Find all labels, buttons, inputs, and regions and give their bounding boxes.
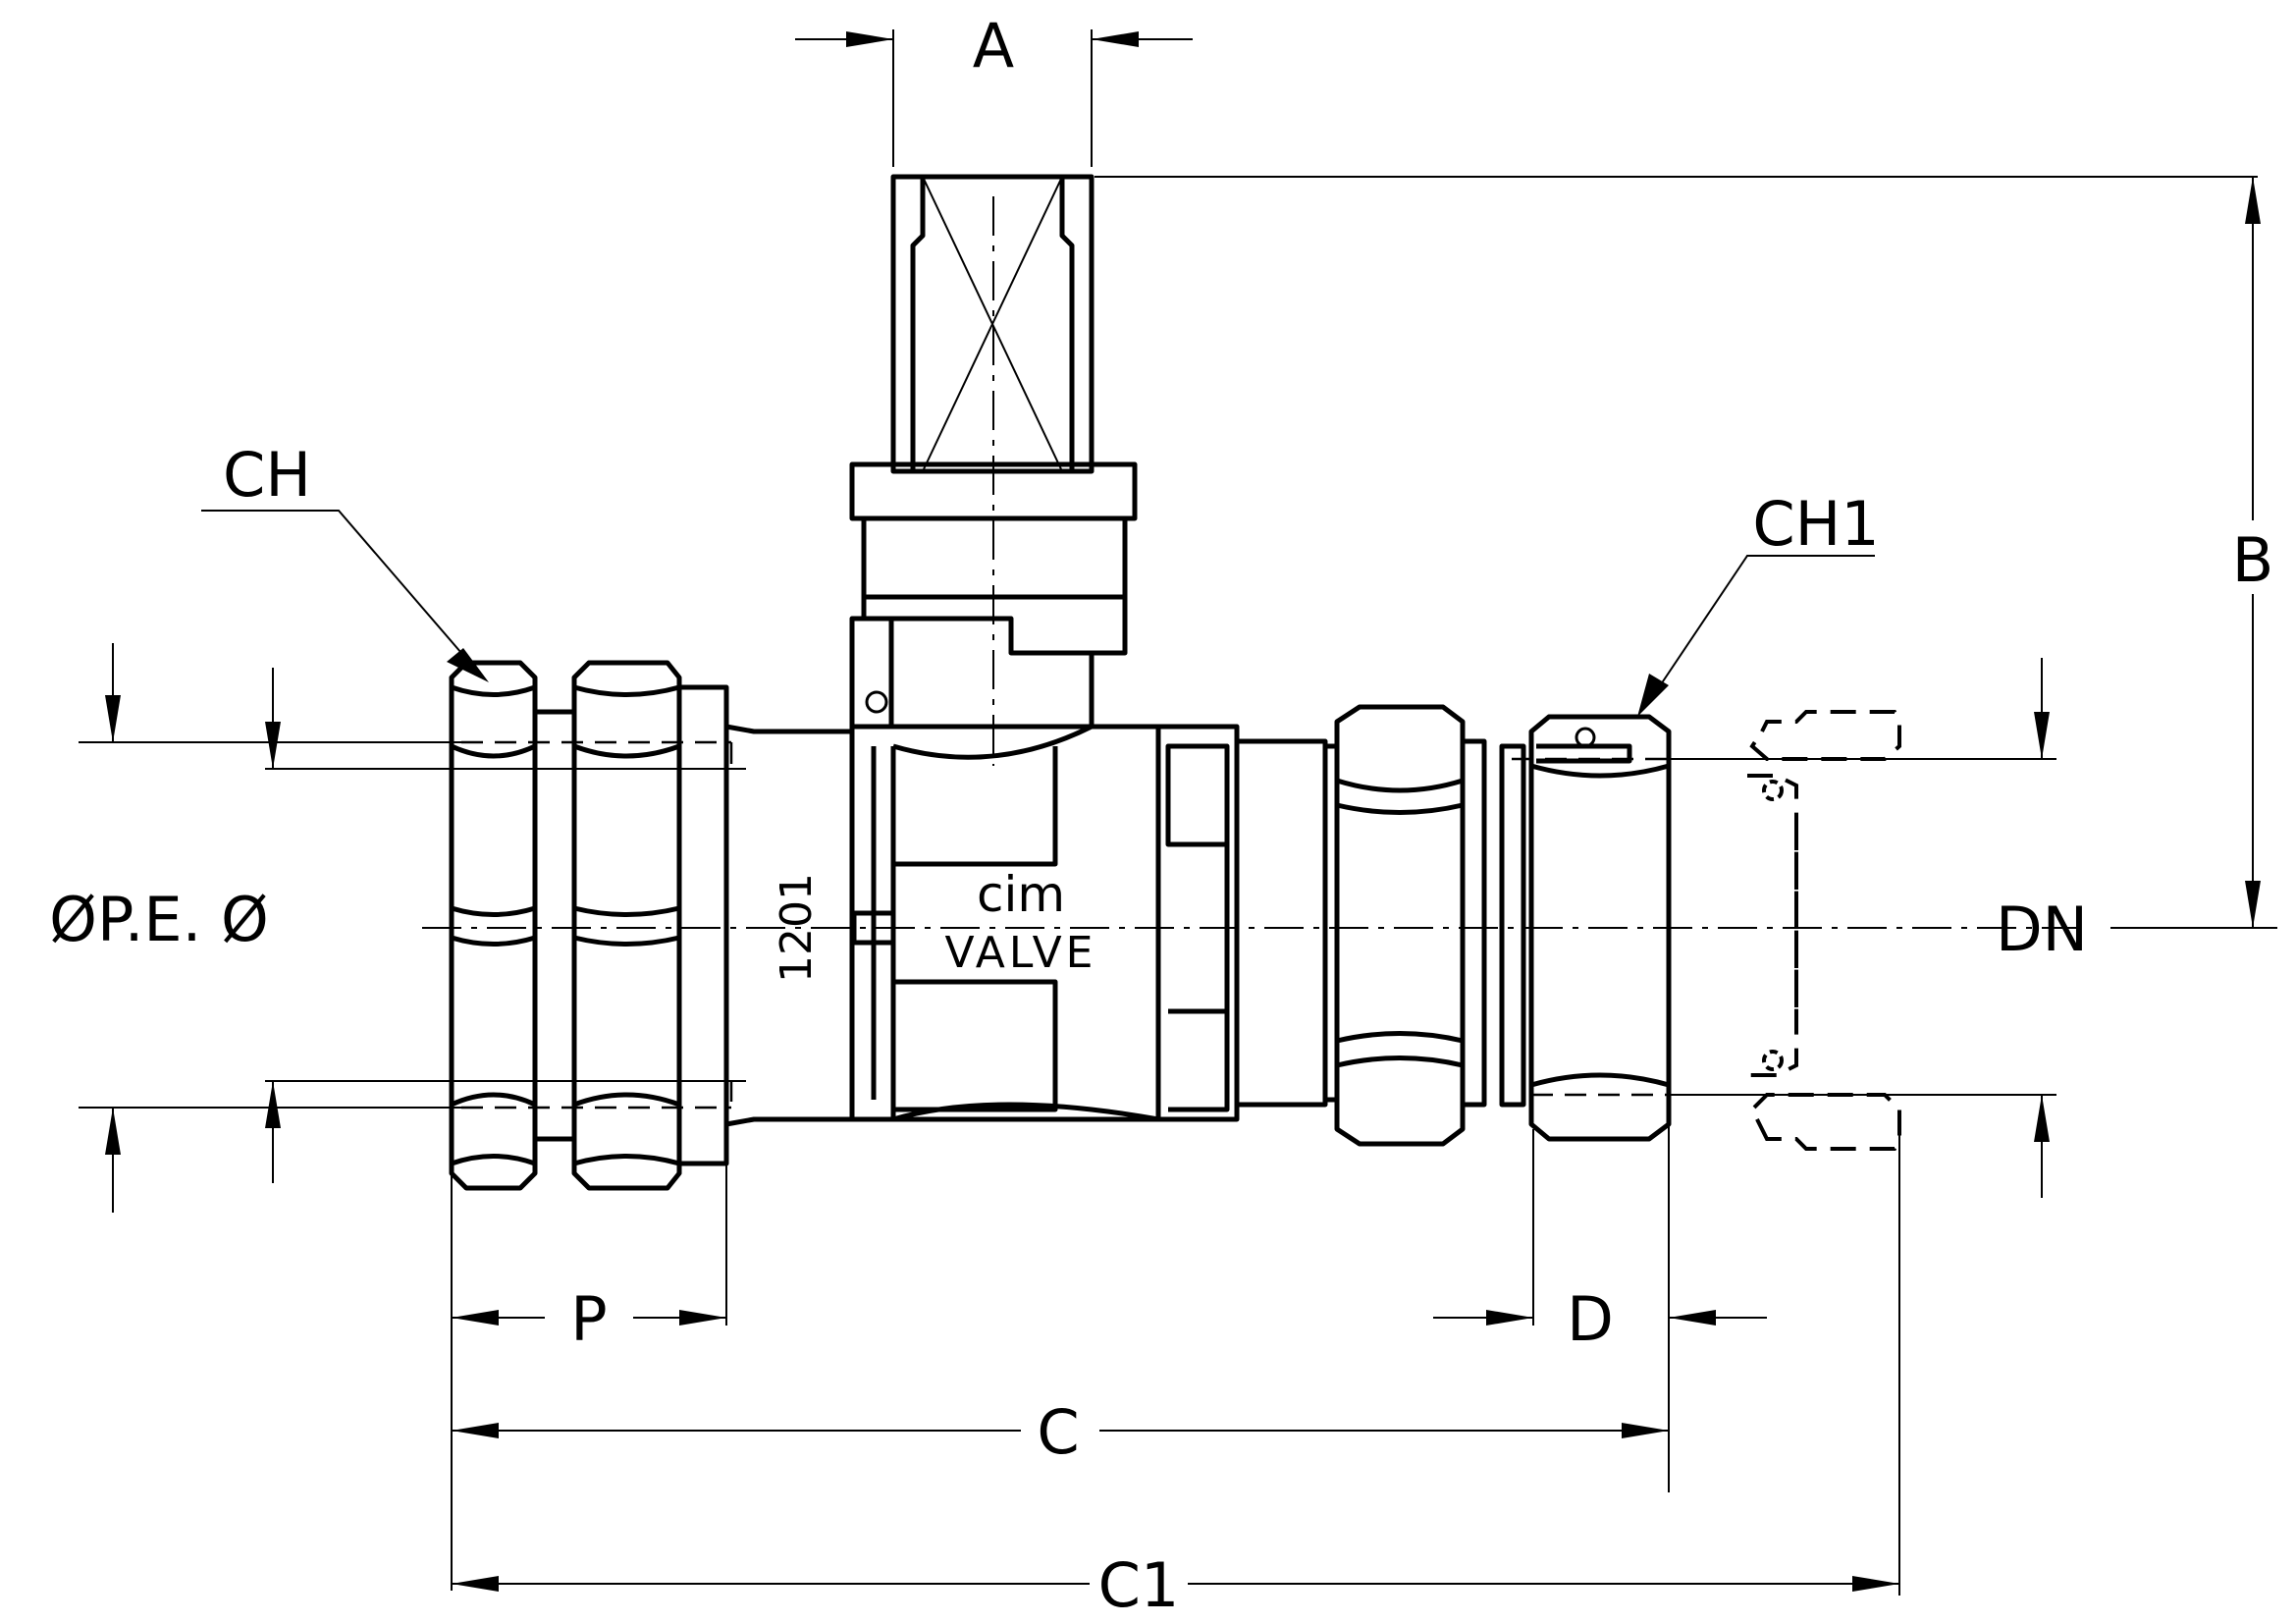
dimension-label-d: D	[1567, 1283, 1614, 1355]
leader-ch1: CH1	[1637, 488, 1880, 717]
phantom-pipe-fitting	[1747, 710, 1901, 1151]
dimension-label-a: A	[973, 10, 1014, 81]
dimension-c: C	[452, 1396, 1669, 1468]
dimension-label-c: C	[1037, 1396, 1079, 1468]
dimension-label-b: B	[2232, 524, 2274, 596]
dimension-b: B	[1095, 176, 2282, 929]
dimension-dn: DN	[1669, 658, 2088, 1198]
callout-label-ch1: CH1	[1752, 488, 1879, 560]
valve-body: cim VALVE 1201	[772, 724, 1161, 1122]
dimension-label-pe-diameter: ØP.E. Ø	[49, 884, 269, 955]
body-marking-brand: cim	[977, 866, 1065, 923]
right-end-nut	[1499, 714, 1672, 1142]
body-marking-code: 1201	[772, 873, 822, 983]
dimension-label-c1: C1	[1098, 1549, 1180, 1621]
dimension-label-dn: DN	[1996, 893, 2088, 965]
leader-ch: CH	[201, 439, 489, 682]
dimension-p: P	[451, 1070, 727, 1591]
right-body-shoulder	[1158, 724, 1337, 1122]
centerlines	[422, 196, 2091, 929]
dimension-a: A	[795, 10, 1193, 167]
valve-handle	[849, 174, 1138, 730]
body-marking-model: VALVE	[945, 928, 1097, 978]
dimension-d: D	[1433, 1110, 1767, 1492]
left-hex-nut	[449, 660, 577, 1191]
dimension-c1: C1	[452, 1129, 1900, 1621]
dimension-label-p: P	[570, 1283, 607, 1355]
dimension-pe-diameter: ØP.E. Ø	[20, 643, 746, 1213]
callout-label-ch: CH	[223, 439, 311, 511]
right-hex-nut	[1334, 704, 1487, 1147]
